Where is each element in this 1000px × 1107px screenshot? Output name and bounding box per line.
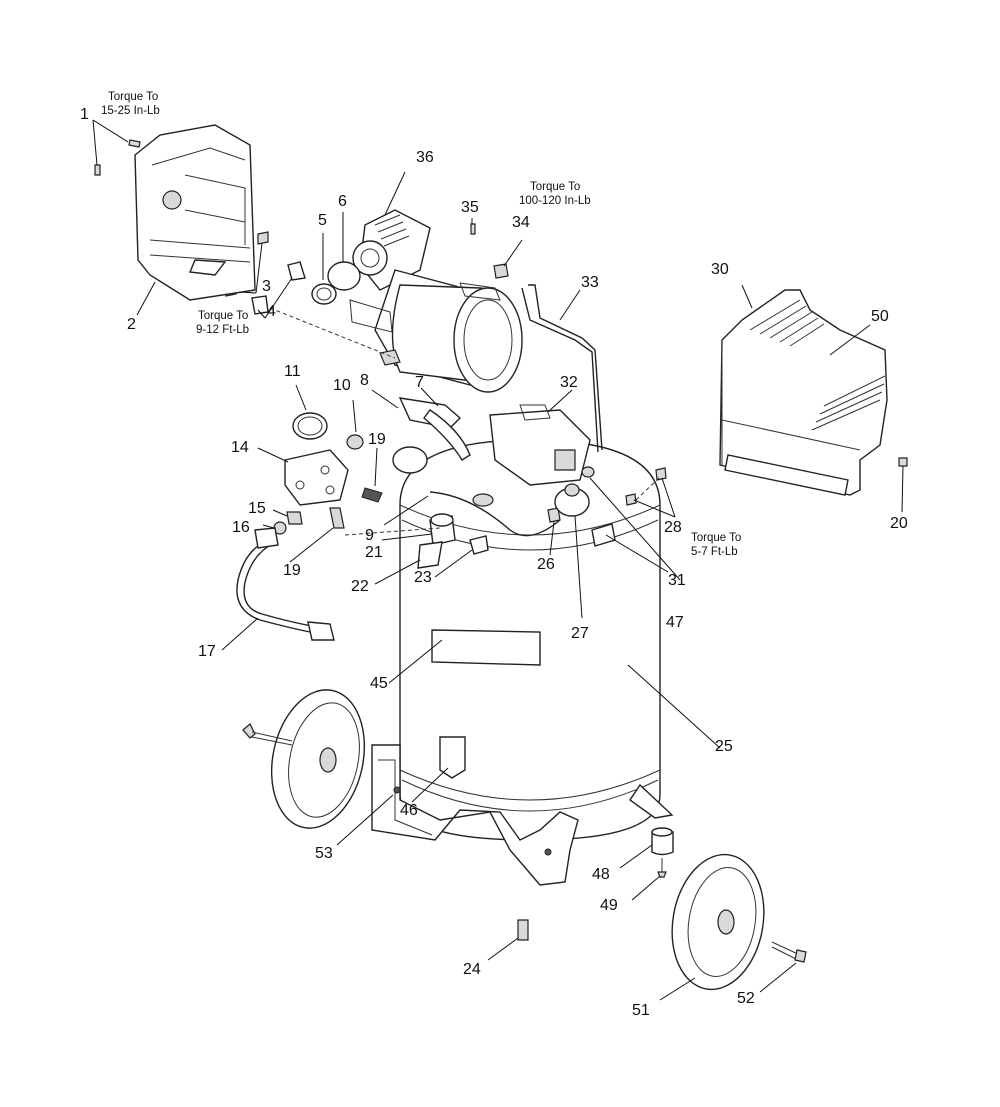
elbow-23 <box>469 535 489 555</box>
fitting-26 <box>547 507 561 523</box>
shroud-left-2 <box>134 124 256 301</box>
screw-1-lower <box>94 164 101 176</box>
fitting-15 <box>286 511 303 525</box>
nut-4b <box>251 295 269 315</box>
torque-note-shroud-screw-line1: Torque To <box>108 91 158 103</box>
callout-27: 27 <box>571 625 589 642</box>
nut-4a <box>287 261 306 281</box>
rubber-foot-48 <box>651 827 674 856</box>
callout-25: 25 <box>715 738 733 755</box>
callout-3: 3 <box>262 278 271 295</box>
callout-32: 32 <box>560 374 578 391</box>
manifold-32 <box>489 404 591 486</box>
outlet-tube <box>521 284 603 453</box>
callout-50: 50 <box>871 308 889 325</box>
align-line-switch <box>344 527 441 536</box>
stand-bracket <box>371 744 674 886</box>
wheel-right <box>671 853 765 991</box>
nut-34 <box>493 263 509 279</box>
callout-8: 8 <box>360 372 369 389</box>
torque-note-tank-screw-line2: 5-7 Ft-Lb <box>691 546 738 558</box>
callout-22: 22 <box>351 578 369 595</box>
align-line-screw-28 <box>635 476 661 501</box>
callout-16: 16 <box>232 519 250 536</box>
callout-19-lower: 19 <box>283 562 301 579</box>
gauge-small <box>392 446 428 474</box>
fitting-19-lower <box>329 507 345 529</box>
callout-21: 21 <box>365 544 383 561</box>
bolt-35 <box>470 223 476 235</box>
shroud-right-30 <box>719 289 888 496</box>
screw-28a <box>655 467 667 481</box>
axle-bolt-left <box>242 723 293 746</box>
callout-19-upper: 19 <box>368 431 386 448</box>
torque-note-shroud-nut-line2: 9-12 Ft-Lb <box>196 324 249 336</box>
callout-4: 4 <box>267 303 276 320</box>
callout-49: 49 <box>600 897 618 914</box>
label-46 <box>439 736 466 779</box>
fitting-31 <box>581 466 595 478</box>
drain-valve-24 <box>517 919 529 941</box>
callout-35: 35 <box>461 199 479 216</box>
callout-2: 2 <box>127 316 136 333</box>
callout-15: 15 <box>248 500 266 517</box>
torque-note-tank-screw-line1: Torque To <box>691 532 741 544</box>
callout-46: 46 <box>400 802 418 819</box>
pressure-release-tube <box>398 397 471 461</box>
callout-24: 24 <box>463 961 481 978</box>
screw-28b <box>625 493 637 506</box>
torque-note-shroud-nut-line1: Torque To <box>198 310 248 322</box>
axle-bolt-right-52 <box>771 941 807 963</box>
leader-lines <box>92 119 904 1001</box>
callout-1: 1 <box>80 106 89 123</box>
callout-36: 36 <box>416 149 434 166</box>
safety-valve-27 <box>554 483 590 517</box>
fan-6 <box>327 261 361 291</box>
callout-28: 28 <box>664 519 682 536</box>
plug-10 <box>346 434 364 450</box>
callout-5: 5 <box>318 212 327 229</box>
callout-52: 52 <box>737 990 755 1007</box>
callout-33: 33 <box>581 274 599 291</box>
callout-9: 9 <box>365 527 374 544</box>
callout-6: 6 <box>338 193 347 210</box>
callout-51: 51 <box>632 1002 650 1019</box>
foot-screw-49 <box>657 858 667 878</box>
screw-20 <box>898 457 908 467</box>
align-line-shroud-pump <box>269 307 396 359</box>
callout-23: 23 <box>414 569 432 586</box>
callout-31: 31 <box>668 572 686 589</box>
callout-7: 7 <box>415 374 424 391</box>
power-cord-17 <box>236 527 335 641</box>
screw-3a <box>257 231 269 245</box>
callout-30: 30 <box>711 261 729 278</box>
callout-45: 45 <box>370 675 388 692</box>
callout-48: 48 <box>592 866 610 883</box>
callout-47: 47 <box>666 614 684 631</box>
callout-17: 17 <box>198 643 216 660</box>
motor-pump-assembly <box>349 209 523 393</box>
check-valve-21 <box>429 513 456 546</box>
gauge-11 <box>292 412 328 440</box>
callout-14: 14 <box>231 439 249 456</box>
pressure-switch-14 <box>284 449 349 506</box>
bearing-ring-5 <box>311 283 337 305</box>
fitting-22 <box>417 541 443 569</box>
callout-11: 11 <box>284 363 301 380</box>
fitting-19-upper <box>361 487 383 503</box>
callout-53: 53 <box>315 845 333 862</box>
torque-note-pump-bolt-line1: Torque To <box>530 181 580 193</box>
torque-note-shroud-screw-line2: 15-25 In-Lb <box>101 105 160 117</box>
callout-26: 26 <box>537 556 555 573</box>
tubing-9 <box>429 491 561 537</box>
callout-20: 20 <box>890 515 908 532</box>
callout-10: 10 <box>333 377 351 394</box>
warning-label-45 <box>431 629 541 666</box>
torque-note-pump-bolt-line2: 100-120 In-Lb <box>519 195 591 207</box>
wheel-left <box>270 689 366 829</box>
callout-34: 34 <box>512 214 530 231</box>
screw-1-upper <box>128 139 141 148</box>
